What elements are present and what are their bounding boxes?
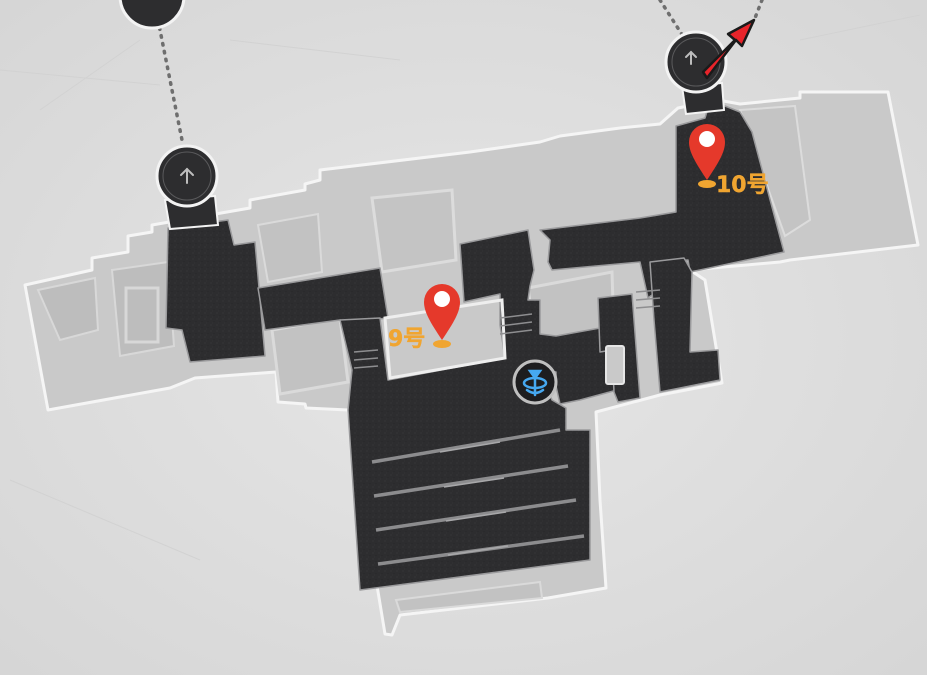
teleport-anchor-icon bbox=[522, 369, 548, 397]
elevator-arrow-icon bbox=[180, 167, 194, 184]
marker-label-9: 9号 bbox=[388, 327, 425, 352]
elevator-arrow-icon bbox=[685, 50, 697, 65]
west-wing bbox=[165, 219, 266, 363]
location-marker-9[interactable]: 9号 bbox=[388, 284, 460, 352]
location-pin-icon bbox=[689, 124, 725, 180]
marker-base bbox=[433, 340, 451, 348]
dotted-paths bbox=[156, 0, 764, 142]
east-corridor bbox=[649, 257, 721, 393]
exit-node-top-left[interactable] bbox=[118, 0, 186, 30]
location-marker-10[interactable]: 10号 bbox=[689, 124, 769, 198]
exit-node-north-east[interactable] bbox=[664, 30, 728, 116]
exit-node-west[interactable] bbox=[155, 144, 220, 231]
location-pin-icon bbox=[424, 284, 460, 340]
marker-base bbox=[698, 180, 716, 188]
floor-cutouts bbox=[383, 298, 625, 385]
background-faint-lines bbox=[0, 14, 921, 561]
red-direction-arrow-icon bbox=[701, 18, 756, 80]
north-east-wing bbox=[539, 105, 785, 299]
stair-steps-highlight bbox=[439, 441, 509, 556]
teleport-anchor[interactable] bbox=[512, 359, 558, 405]
marker-label-10: 10号 bbox=[716, 173, 769, 198]
